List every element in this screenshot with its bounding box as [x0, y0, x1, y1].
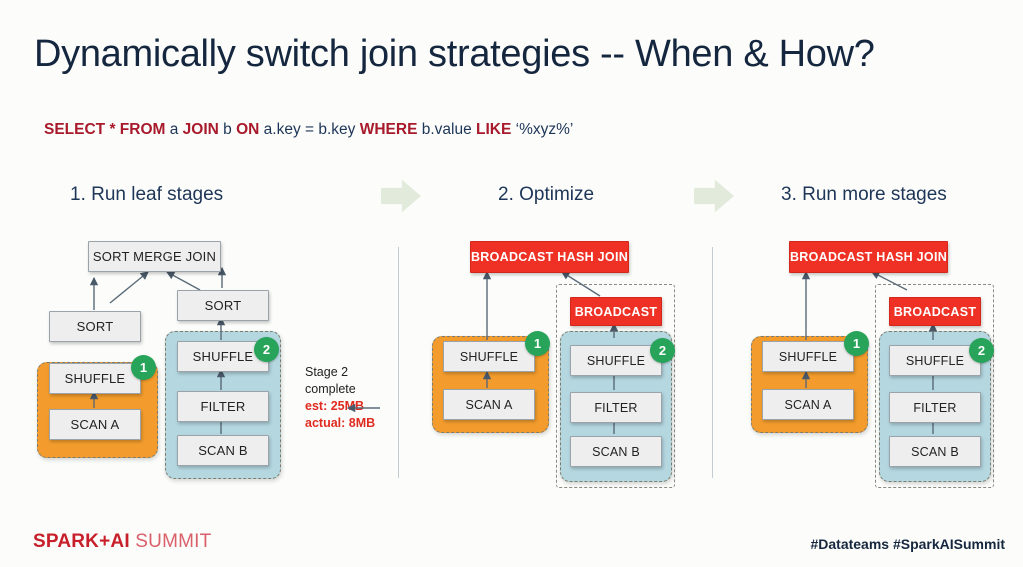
stage-badge-1: 1	[131, 355, 156, 380]
query-stage-container-p2	[556, 284, 675, 488]
stage-badge-1-p3: 1	[844, 331, 869, 356]
sql-token-7: b.value	[421, 121, 477, 138]
node-scan-b-p3[interactable]: SCAN B	[889, 436, 981, 467]
node-scan-b-p2[interactable]: SCAN B	[570, 436, 662, 467]
sql-token-9: ‘%xyz%’	[515, 121, 574, 138]
annotation-line-1: Stage 2	[305, 365, 349, 379]
sql-token-6: WHERE	[359, 121, 422, 138]
node-scan-a-p3[interactable]: SCAN A	[762, 389, 854, 420]
node-sort-left[interactable]: SORT	[49, 311, 141, 342]
node-filter-b-p3[interactable]: FILTER	[889, 392, 981, 423]
sql-token-1: a	[169, 121, 183, 138]
step-header-1: 1. Run leaf stages	[70, 184, 224, 205]
brand-secondary: SUMMIT	[129, 531, 212, 552]
node-shuffle-a[interactable]: SHUFFLE	[49, 363, 141, 394]
panel-divider	[398, 247, 399, 478]
node-shuffle-b-p3[interactable]: SHUFFLE	[889, 345, 981, 376]
annotation-actual: actual: 8MB	[305, 416, 376, 430]
sql-token-8: LIKE	[476, 121, 516, 138]
sql-token-3: b	[223, 121, 237, 138]
sql-query: SELECT * FROM a JOIN b ON a.key = b.key …	[44, 121, 573, 139]
node-shuffle-b-p2[interactable]: SHUFFLE	[570, 345, 662, 376]
page-title: Dynamically switch join strategies -- Wh…	[34, 33, 875, 75]
node-broadcast-p2[interactable]: BROADCAST	[570, 297, 662, 326]
node-scan-a-p2[interactable]: SCAN A	[443, 389, 535, 420]
step-header-3: 3. Run more stages	[781, 184, 947, 205]
stage-badge-2-p3: 2	[969, 338, 994, 363]
node-broadcast-hash-join-p3[interactable]: BROADCAST HASH JOIN	[789, 241, 948, 273]
right-block-arrow-icon	[381, 179, 421, 213]
stage-annotation: Stage 2 complete est: 25MB actual: 8MB	[305, 364, 375, 432]
node-sort-merge-join[interactable]: SORT MERGE JOIN	[88, 241, 221, 272]
stage-badge-1-p2: 1	[525, 331, 550, 356]
sql-token-5: a.key = b.key	[263, 121, 360, 138]
brand-primary: SPARK+AI	[33, 531, 130, 552]
node-sort-right[interactable]: SORT	[177, 290, 269, 321]
sql-token-4: ON	[236, 121, 264, 138]
annotation-line-2: complete	[305, 382, 356, 396]
query-stage-container-p3	[875, 284, 994, 488]
annotation-estimate: est: 25MB	[305, 399, 365, 413]
node-scan-a[interactable]: SCAN A	[49, 409, 141, 440]
panel-divider	[712, 247, 713, 478]
node-broadcast-p3[interactable]: BROADCAST	[889, 297, 981, 326]
node-filter-b-p2[interactable]: FILTER	[570, 392, 662, 423]
footer-hashtags: #Datateams #SparkAISummit	[810, 536, 1005, 552]
stage-badge-2-p2: 2	[650, 338, 675, 363]
node-shuffle-a-p2[interactable]: SHUFFLE	[443, 341, 535, 372]
node-filter-b[interactable]: FILTER	[177, 391, 269, 422]
step-header-2: 2. Optimize	[498, 184, 595, 205]
node-shuffle-a-p3[interactable]: SHUFFLE	[762, 341, 854, 372]
node-broadcast-hash-join-p2[interactable]: BROADCAST HASH JOIN	[470, 241, 629, 273]
sql-token-0: SELECT * FROM	[44, 121, 170, 138]
node-scan-b[interactable]: SCAN B	[177, 435, 269, 466]
brand-logo: SPARK+AI SUMMIT	[33, 531, 211, 553]
right-block-arrow-icon	[694, 179, 734, 213]
stage-badge-2: 2	[254, 337, 279, 362]
sql-token-2: JOIN	[182, 121, 224, 138]
